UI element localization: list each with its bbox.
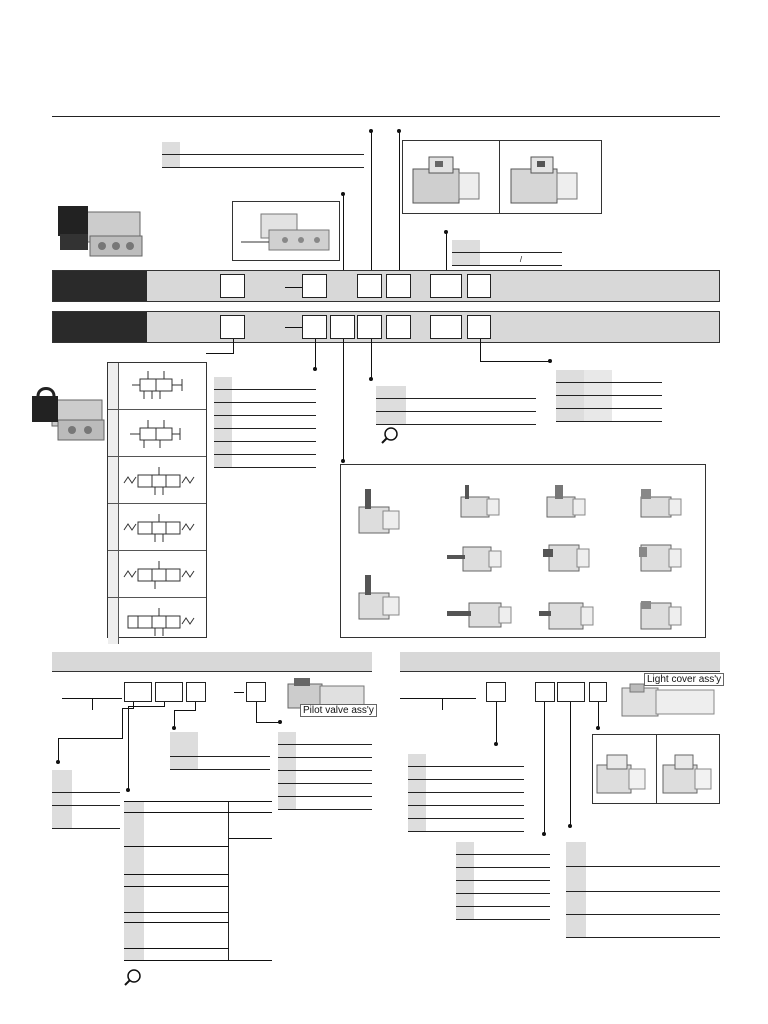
header-rule bbox=[52, 116, 720, 117]
light-cover-image bbox=[621, 683, 715, 717]
code-box bbox=[220, 274, 245, 298]
code-box bbox=[155, 682, 183, 702]
entry-image bbox=[640, 601, 682, 630]
code-box bbox=[330, 315, 355, 339]
big-table-key-column bbox=[124, 802, 144, 960]
code-box bbox=[467, 315, 491, 339]
light-option-table: / bbox=[452, 240, 562, 266]
code-box bbox=[246, 682, 266, 702]
code-box bbox=[357, 274, 382, 298]
pneumatic-symbol bbox=[132, 371, 183, 399]
code-box bbox=[302, 274, 327, 298]
voltage-table-3 bbox=[408, 754, 524, 832]
light-cover-label: Light cover ass'y bbox=[644, 673, 725, 686]
light-cover-photo-1 bbox=[596, 754, 646, 794]
top-option-table bbox=[162, 142, 364, 168]
light-cover-photos bbox=[592, 734, 720, 804]
port-table bbox=[556, 370, 662, 422]
entry-image bbox=[639, 544, 682, 572]
code-box bbox=[386, 315, 411, 339]
entry-image bbox=[447, 602, 512, 628]
manual-table bbox=[376, 386, 536, 425]
manifold-image bbox=[241, 213, 330, 251]
magnifier-icon bbox=[124, 969, 141, 986]
symbol-row bbox=[108, 598, 206, 644]
entry-image bbox=[460, 485, 500, 518]
voltage-table-4 bbox=[456, 842, 550, 920]
entry-image bbox=[543, 544, 590, 572]
pneumatic-symbol bbox=[130, 420, 181, 448]
symbol-row bbox=[108, 504, 206, 551]
entry-type-table bbox=[566, 842, 720, 938]
valve-light-image-2 bbox=[510, 156, 578, 204]
pneumatic-symbol bbox=[127, 608, 195, 636]
entry-image bbox=[539, 602, 594, 630]
code-box bbox=[589, 682, 607, 702]
entry-image bbox=[546, 485, 586, 518]
code-box bbox=[430, 315, 462, 339]
code-box bbox=[186, 682, 206, 702]
code-box bbox=[430, 274, 462, 298]
code-box bbox=[486, 682, 506, 702]
solenoid-valve-image bbox=[32, 387, 105, 441]
code-box bbox=[557, 682, 585, 702]
voltage-table bbox=[214, 377, 316, 468]
symbol-row bbox=[108, 551, 206, 598]
code-box bbox=[467, 274, 491, 298]
manifold-photo bbox=[232, 201, 340, 261]
light-cover-photo-2 bbox=[662, 754, 712, 794]
slash-mark: / bbox=[519, 254, 523, 264]
entry-image bbox=[358, 489, 400, 534]
section-header-left bbox=[52, 652, 372, 672]
valve-light-image-1 bbox=[412, 156, 480, 204]
section-header-right bbox=[400, 652, 720, 672]
valve-symbol-list bbox=[107, 362, 207, 644]
pneumatic-symbol bbox=[123, 514, 195, 542]
magnifier-icon bbox=[381, 427, 398, 444]
electrical-entry-panel bbox=[340, 464, 706, 638]
voltage-table-2 bbox=[278, 732, 372, 810]
code-box bbox=[535, 682, 555, 702]
symbol-row bbox=[108, 457, 206, 504]
symbol-row bbox=[108, 363, 206, 410]
code-box bbox=[302, 315, 327, 339]
code-box bbox=[357, 315, 382, 339]
pneumatic-symbol bbox=[123, 561, 195, 589]
top-light-photos bbox=[402, 140, 602, 214]
entry-image bbox=[447, 546, 502, 572]
entry-image bbox=[640, 489, 682, 518]
code-box bbox=[386, 274, 411, 298]
type-table bbox=[52, 770, 120, 829]
symbol-row bbox=[108, 410, 206, 457]
valve-product-image bbox=[58, 206, 143, 257]
pneumatic-symbol bbox=[123, 467, 195, 495]
code-box bbox=[220, 315, 245, 339]
pilot-option-table bbox=[170, 732, 270, 770]
entry-image bbox=[358, 575, 400, 620]
code-box bbox=[124, 682, 152, 702]
pilot-valve-label: Pilot valve ass'y bbox=[300, 704, 377, 717]
